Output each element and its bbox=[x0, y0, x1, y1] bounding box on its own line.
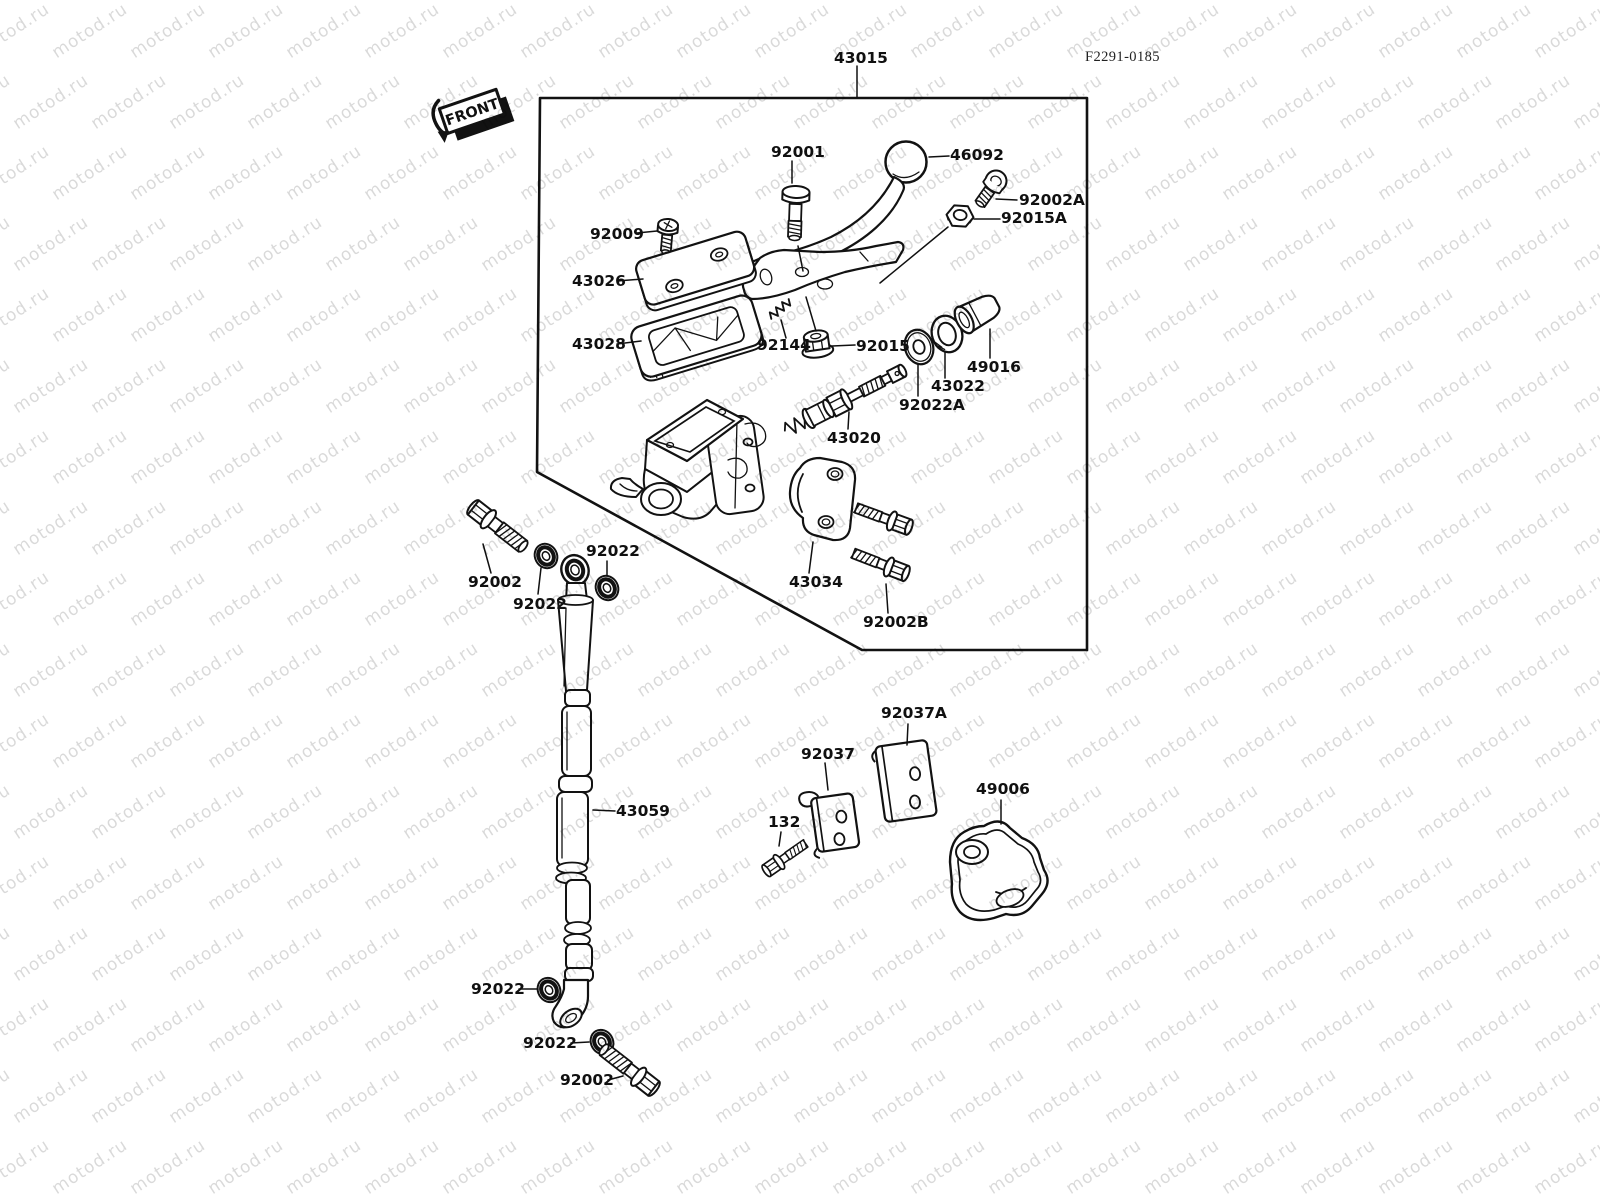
clamp-bolt-upper-92002b bbox=[850, 497, 917, 539]
locknut-92015a bbox=[945, 204, 975, 228]
part-label-92002-upper: 92002 bbox=[468, 573, 522, 591]
part-label-132: 132 bbox=[768, 813, 801, 831]
part-label-92002a: 92002A bbox=[1019, 191, 1085, 209]
pivot-bolt bbox=[781, 184, 811, 242]
leader-lines bbox=[482, 65, 1018, 1081]
washer-upper-1-92022 bbox=[530, 540, 561, 572]
diaphragm-43028 bbox=[630, 294, 765, 382]
hose-clamp-92037 bbox=[798, 791, 861, 859]
brake-lever bbox=[741, 140, 928, 301]
reservoir-cap-43026 bbox=[635, 230, 757, 312]
part-label-92037: 92037 bbox=[801, 745, 855, 763]
dust-cover-49016 bbox=[953, 294, 1001, 335]
master-cylinder-body bbox=[609, 398, 767, 520]
part-label-92022-u1: 92022 bbox=[513, 595, 567, 613]
part-label-46092: 46092 bbox=[950, 146, 1004, 164]
part-label-43020: 43020 bbox=[827, 429, 881, 447]
banjo-bolt-upper-92002 bbox=[462, 495, 534, 558]
part-label-43015: 43015 bbox=[834, 49, 888, 67]
hose-bracket-92037a bbox=[871, 739, 938, 823]
locknut-92015 bbox=[801, 329, 835, 359]
part-label-92022a: 92022A bbox=[899, 396, 965, 414]
part-label-92015: 92015 bbox=[856, 337, 910, 355]
part-label-92037a: 92037A bbox=[881, 704, 947, 722]
part-label-43022: 43022 bbox=[931, 377, 985, 395]
part-label-92002b: 92002B bbox=[863, 613, 929, 631]
part-label-43059: 43059 bbox=[616, 802, 670, 820]
part-label-92001: 92001 bbox=[771, 143, 825, 161]
part-label-43034: 43034 bbox=[789, 573, 843, 591]
bracket-bolt-132 bbox=[758, 835, 812, 881]
part-label-92002-lower: 92002 bbox=[560, 1071, 614, 1089]
hose-guard-49006 bbox=[948, 820, 1049, 922]
part-label-49016: 49016 bbox=[967, 358, 1021, 376]
banjo-bolt-lower-92002 bbox=[593, 1038, 665, 1101]
part-label-92015a: 92015A bbox=[1001, 209, 1067, 227]
part-label-43028: 43028 bbox=[572, 335, 626, 353]
part-label-92022-u2: 92022 bbox=[586, 542, 640, 560]
part-label-49006: 49006 bbox=[976, 780, 1030, 798]
clamp-bolt-lower-92002b bbox=[848, 542, 914, 585]
brake-hose-43059 bbox=[551, 553, 594, 1029]
part-label-43026: 43026 bbox=[572, 272, 626, 290]
return-spring-92144 bbox=[768, 298, 792, 320]
handlebar-clamp-43034 bbox=[788, 456, 857, 542]
front-tag: FRONT bbox=[431, 87, 515, 143]
lever-screw-92002a bbox=[974, 169, 1008, 208]
part-label-92022-b1: 92022 bbox=[471, 980, 525, 998]
assembly-outline-box bbox=[535, 96, 1089, 652]
part-label-92144: 92144 bbox=[757, 336, 811, 354]
doc-code: F2291-0185 bbox=[1085, 49, 1160, 65]
piston-assembly-43020 bbox=[783, 363, 908, 434]
front-arrow-icon bbox=[437, 130, 449, 143]
part-label-92022-b2: 92022 bbox=[523, 1034, 577, 1052]
washer-92022a bbox=[903, 328, 935, 366]
part-label-92009: 92009 bbox=[590, 225, 644, 243]
